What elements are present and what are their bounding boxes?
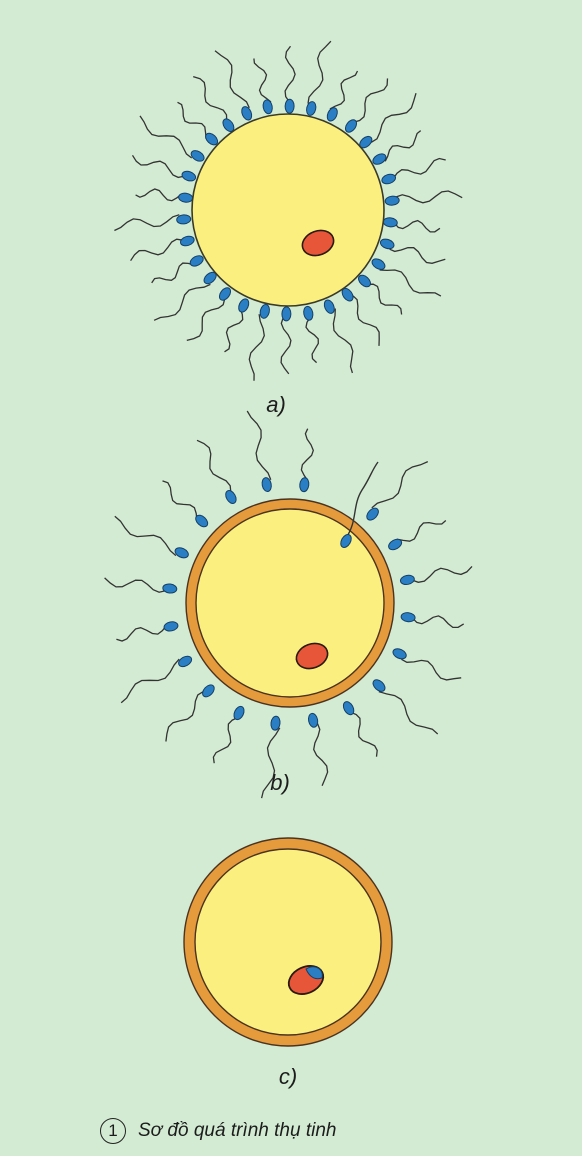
sperm-head	[259, 304, 271, 320]
sperm-head	[237, 297, 251, 313]
sperm-head	[379, 237, 395, 250]
sperm-tail	[412, 566, 473, 582]
sperm-tail	[390, 248, 446, 264]
sperm-tail	[197, 440, 231, 492]
panel-label-a: a)	[246, 392, 306, 418]
sperm-tail	[136, 189, 182, 201]
sperm-head	[322, 298, 336, 314]
sperm-head	[177, 654, 194, 669]
sperm-head	[325, 106, 339, 122]
sperm-head	[189, 148, 206, 163]
sperm-tail	[187, 299, 225, 341]
sperm-tail	[353, 296, 379, 346]
sperm-tail	[350, 712, 377, 757]
sperm-tail	[330, 71, 358, 109]
egg-cell-b	[196, 509, 384, 697]
sperm-tail	[215, 51, 249, 108]
sperm-tail	[380, 270, 441, 296]
sperm-head	[181, 170, 197, 183]
sperm-head	[381, 173, 397, 186]
sperm-tail	[154, 284, 210, 320]
sperm-head	[217, 286, 233, 303]
sperm-tail	[133, 155, 185, 177]
sperm-tail	[371, 93, 416, 142]
sperm-head	[383, 217, 398, 228]
sperm-head	[343, 118, 359, 135]
sperm-head	[370, 257, 387, 272]
panel-c-zygote	[184, 838, 392, 1046]
sperm-tail	[152, 263, 195, 283]
sperm-head	[307, 713, 319, 728]
sperm-head	[162, 583, 177, 594]
sperm-head	[176, 214, 191, 224]
sperm-tail	[249, 314, 264, 381]
sperm-tail	[353, 78, 388, 122]
sperm-head	[240, 105, 254, 121]
figure-caption: 1 Sơ đồ quá trình thụ tinh	[100, 1116, 520, 1146]
zygote-cell-c	[195, 849, 381, 1035]
sperm-tail	[247, 411, 271, 480]
panel-a-sperm-surrounding-egg	[114, 41, 462, 381]
panel-label-c: c)	[258, 1064, 318, 1090]
sperm-tail	[105, 578, 166, 592]
sperm-head	[262, 99, 274, 114]
sperm-tail	[281, 318, 291, 374]
sperm-head	[371, 152, 388, 167]
sperm-head	[371, 678, 387, 694]
sperm-tail	[393, 159, 446, 180]
sperm-head	[305, 101, 317, 117]
sperm-tail	[379, 692, 438, 734]
sperm-head	[303, 306, 315, 321]
sperm-head	[400, 574, 415, 586]
sperm-head	[200, 683, 216, 699]
sperm-tail	[131, 239, 183, 261]
sperm-head	[385, 196, 400, 206]
panel-label-b: b)	[250, 770, 310, 796]
sperm-tail	[385, 131, 421, 162]
sperm-head	[179, 235, 195, 248]
sperm-tail	[394, 221, 440, 232]
sperm-tail	[115, 516, 176, 555]
sperm-head	[299, 477, 310, 492]
sperm-tail	[372, 462, 428, 508]
figure-caption-text: Sơ đồ quá trình thụ tinh	[138, 1120, 336, 1142]
sperm-head	[178, 192, 193, 203]
sperm-head	[282, 307, 291, 321]
sperm-tail	[254, 59, 271, 103]
sperm-tail	[301, 429, 313, 481]
sperm-tail	[114, 215, 179, 231]
sperm-head	[401, 612, 416, 623]
sperm-tail	[396, 191, 462, 203]
sperm-tail	[225, 308, 243, 352]
sperm-head	[391, 647, 407, 661]
sperm-tail	[121, 659, 179, 703]
sperm-tail	[116, 625, 166, 641]
sperm-tail	[140, 116, 192, 158]
sperm-head	[224, 489, 239, 506]
egg-cell-a	[192, 114, 384, 306]
sperm-head	[163, 621, 178, 633]
sperm-head	[188, 254, 205, 269]
sperm-tail	[412, 616, 464, 628]
figure-number-badge: 1	[100, 1118, 126, 1144]
sperm-tail	[193, 77, 227, 122]
sperm-head	[173, 546, 189, 560]
sperm-tail	[308, 41, 331, 103]
panel-b-sperm-penetration	[105, 411, 472, 798]
sperm-head	[365, 506, 381, 522]
sperm-tail	[213, 717, 238, 763]
sperm-tail	[306, 317, 318, 363]
sperm-tail	[285, 46, 295, 102]
sperm-tail	[333, 309, 352, 373]
sperm-tail	[166, 692, 203, 742]
sperm-tail	[401, 659, 461, 680]
sperm-tail	[397, 521, 446, 542]
sperm-tail	[314, 724, 328, 786]
sperm-tail	[367, 284, 402, 314]
sperm-tail	[163, 481, 197, 520]
sperm-tail	[178, 102, 207, 139]
sperm-head	[285, 99, 294, 113]
